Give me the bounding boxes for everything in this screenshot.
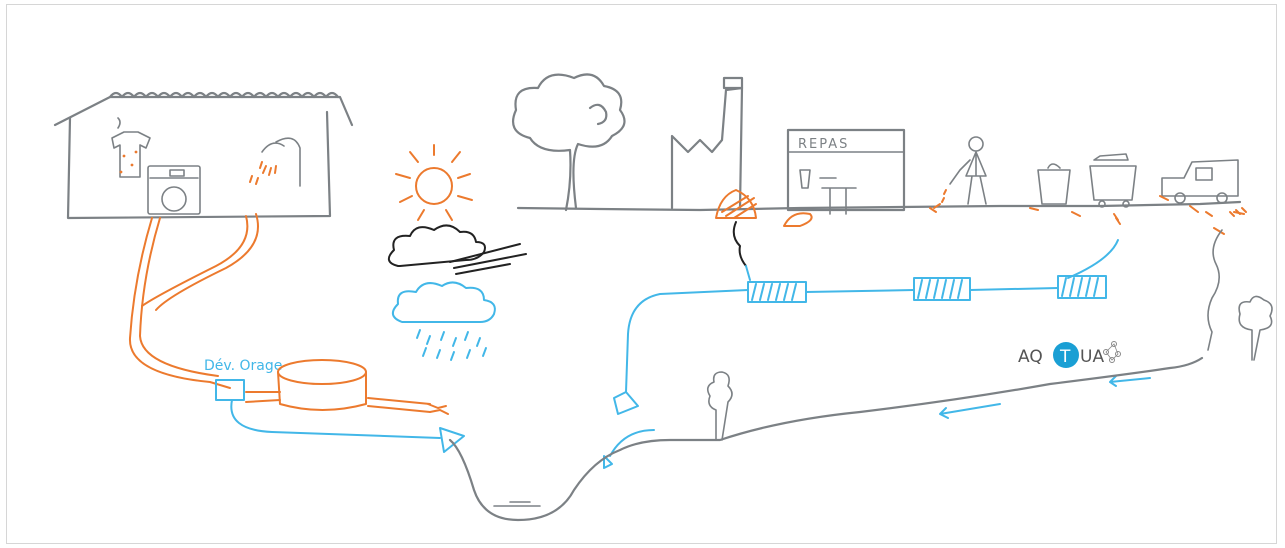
ground-line bbox=[516, 200, 1242, 212]
shower-icon bbox=[249, 137, 301, 187]
bush-tree-icon bbox=[706, 371, 733, 441]
drainage-line bbox=[1207, 229, 1223, 351]
pedestrian-icon bbox=[933, 136, 987, 209]
whiteboard-frame bbox=[6, 4, 1277, 544]
storm-overflow: Dév. Orage bbox=[204, 358, 441, 439]
river-valley bbox=[448, 356, 1204, 522]
stormwater-network bbox=[613, 221, 1119, 415]
small-tree-icon bbox=[1238, 295, 1273, 361]
wind-cloud-icon bbox=[387, 224, 527, 275]
treatment-tank bbox=[277, 359, 367, 411]
logo-text-right: UA bbox=[1080, 347, 1104, 367]
street-pollution bbox=[715, 189, 1247, 235]
storm-overflow-label: Dév. Orage bbox=[204, 358, 282, 374]
house bbox=[53, 91, 354, 220]
molecule-icon bbox=[1103, 341, 1121, 363]
tree-icon bbox=[512, 73, 626, 212]
runoff-arrows bbox=[439, 375, 1151, 469]
logo-circle bbox=[1053, 342, 1079, 368]
logo-text-circle: T bbox=[1059, 347, 1071, 367]
trash-bins-icon bbox=[1037, 153, 1137, 208]
repas-label: REPAS bbox=[798, 137, 849, 152]
factory-icon bbox=[670, 76, 744, 210]
truck-icon bbox=[1161, 159, 1239, 204]
shirt-icon bbox=[111, 117, 151, 178]
sun-icon bbox=[395, 144, 473, 221]
washing-machine-icon bbox=[147, 165, 201, 215]
rain-cloud-icon bbox=[391, 281, 496, 361]
aqtua-logo: AQ T UA bbox=[1018, 341, 1121, 368]
wastewater-pipe bbox=[128, 213, 449, 415]
restaurant-icon: REPAS bbox=[786, 128, 906, 215]
logo-text-left: AQ bbox=[1018, 347, 1043, 367]
